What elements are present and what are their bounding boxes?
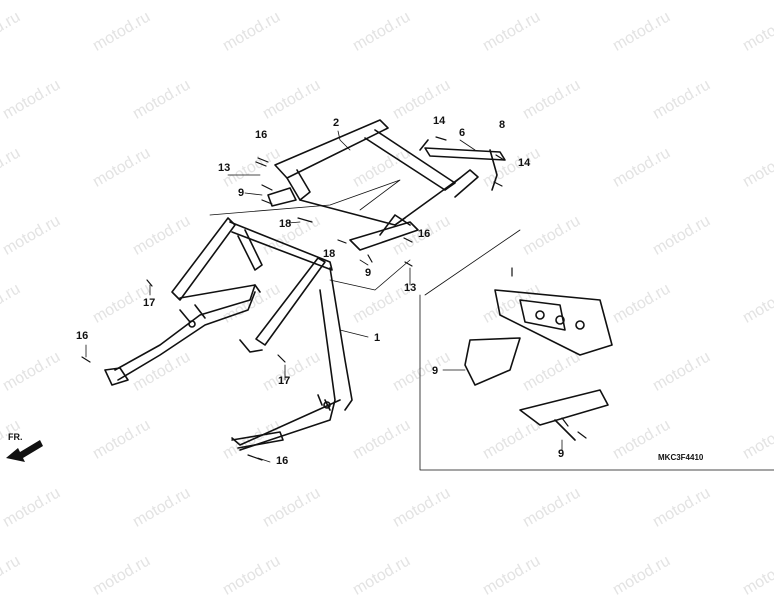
callout-9-inset: 9 — [432, 365, 439, 377]
callout-16-mid: 16 — [418, 228, 431, 240]
rear-frame-diagram — [6, 119, 774, 471]
callout-18-left: 18 — [279, 218, 292, 230]
part-6-stay — [419, 139, 506, 191]
lower-bracket-assembly — [464, 289, 613, 441]
drawing-code: MKC3F4410 — [658, 453, 704, 462]
callout-6: 6 — [459, 127, 466, 139]
exploded-connector — [209, 179, 411, 291]
callout-13-upper: 13 — [218, 162, 231, 174]
callout-13-lower: 13 — [404, 282, 417, 294]
callout-14-upper: 14 — [433, 115, 446, 127]
leader-lines — [85, 130, 774, 471]
callout-16-top: 16 — [255, 129, 268, 141]
callout-16-bottom: 16 — [276, 455, 289, 467]
callout-9-upper: 9 — [238, 187, 245, 199]
callout-17-mid: 17 — [278, 375, 291, 387]
callout-9-bottom: 9 — [558, 448, 565, 460]
callout-2: 2 — [333, 117, 340, 129]
part-2-carrier-frame — [267, 119, 479, 251]
callout-9-mid: 9 — [365, 267, 372, 279]
front-arrow-icon — [6, 440, 43, 462]
callout-18-mid: 18 — [323, 248, 336, 260]
callout-17-left: 17 — [143, 297, 156, 309]
bolts — [81, 136, 587, 461]
part-1-rear-subframe — [104, 217, 353, 451]
front-direction-label: FR. — [8, 432, 23, 442]
callout-8: 8 — [499, 119, 506, 131]
callout-16-left: 16 — [76, 330, 89, 342]
callout-14-right: 14 — [518, 157, 531, 169]
callout-1: 1 — [374, 332, 381, 344]
